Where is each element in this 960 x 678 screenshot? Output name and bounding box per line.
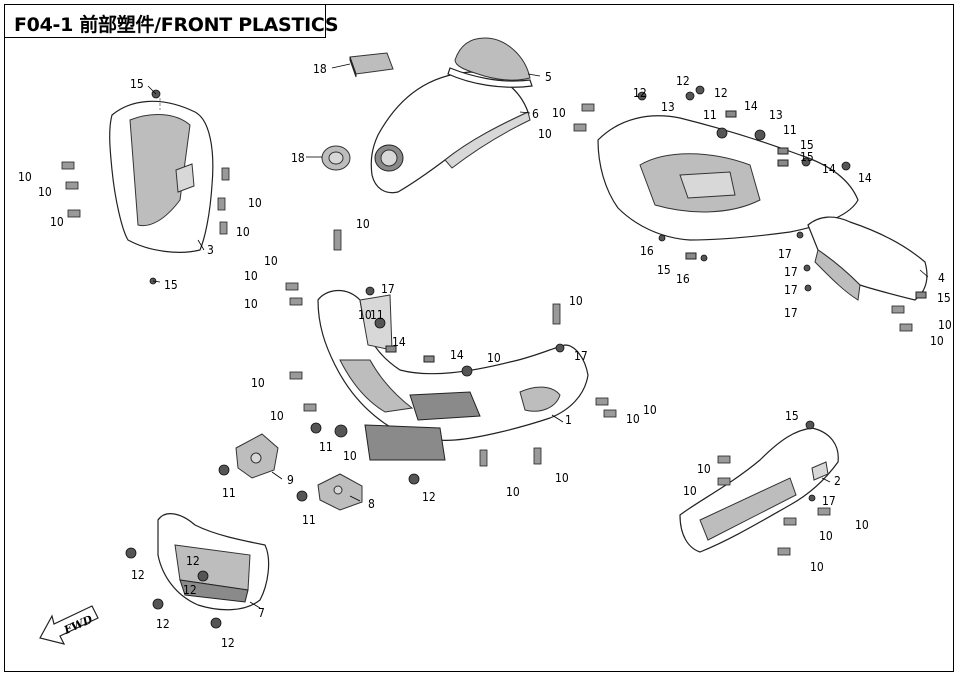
callout-10: 10 xyxy=(555,471,569,485)
callout-17: 17 xyxy=(381,282,395,296)
callout-15: 15 xyxy=(657,263,671,277)
callout-15: 15 xyxy=(164,278,178,292)
callout-10: 10 xyxy=(18,170,32,184)
title-box: F04-1 前部塑件/FRONT PLASTICS xyxy=(4,4,339,38)
callout-10: 10 xyxy=(938,318,952,332)
callout-4: 4 xyxy=(938,271,945,285)
callout-10: 10 xyxy=(819,529,833,543)
callout-10: 10 xyxy=(343,449,357,463)
callout-10: 10 xyxy=(626,412,640,426)
callout-12: 12 xyxy=(183,583,197,597)
callout-11: 11 xyxy=(302,513,316,527)
callout-16: 16 xyxy=(640,244,654,258)
part-6-front-hood xyxy=(370,71,531,194)
callout-10: 10 xyxy=(569,294,583,308)
callout-10: 10 xyxy=(810,560,824,574)
callout-5: 5 xyxy=(545,70,552,84)
callout-13: 13 xyxy=(769,108,783,122)
callout-17: 17 xyxy=(784,306,798,320)
callout-3: 3 xyxy=(207,243,214,257)
callout-14: 14 xyxy=(822,162,836,176)
callout-15: 15 xyxy=(937,291,951,305)
callout-8: 8 xyxy=(368,497,375,511)
callout-12: 12 xyxy=(131,568,145,582)
callout-10: 10 xyxy=(552,106,566,120)
callout-10: 10 xyxy=(248,196,262,210)
callout-10: 10 xyxy=(236,225,250,239)
callout-10: 10 xyxy=(855,518,869,532)
callout-12: 12 xyxy=(633,86,647,100)
callout-18: 18 xyxy=(291,151,305,165)
callout-12: 12 xyxy=(714,86,728,100)
callout-17: 17 xyxy=(784,265,798,279)
diagram-title: F04-1 前部塑件/FRONT PLASTICS xyxy=(14,14,339,36)
callout-15: 15 xyxy=(800,138,814,152)
callout-11: 11 xyxy=(703,108,717,122)
part-20-label-tag xyxy=(349,52,394,78)
callout-12: 12 xyxy=(422,490,436,504)
callout-13: 13 xyxy=(661,100,675,114)
callout-10: 10 xyxy=(506,485,520,499)
callout-10: 10 xyxy=(244,297,258,311)
callout-10: 10 xyxy=(38,185,52,199)
callout-14: 14 xyxy=(450,348,464,362)
callout-10: 10 xyxy=(50,215,64,229)
callout-14: 14 xyxy=(744,99,758,113)
part-3-left-side-panel xyxy=(109,98,214,253)
callout-2: 2 xyxy=(834,474,841,488)
callout-18: 18 xyxy=(313,62,327,76)
callout-12: 12 xyxy=(221,636,235,650)
part-4-front-fender-rack xyxy=(597,115,928,301)
callout-6: 6 xyxy=(532,107,539,121)
callout-12: 12 xyxy=(156,617,170,631)
part-8-bracket xyxy=(317,473,363,511)
callout-17: 17 xyxy=(778,247,792,261)
callout-12: 12 xyxy=(186,554,200,568)
callout-10: 10 xyxy=(697,462,711,476)
callout-17: 17 xyxy=(574,349,588,363)
callout-1: 1 xyxy=(565,413,572,427)
callout-16: 16 xyxy=(676,272,690,286)
part-5-visor xyxy=(447,37,533,88)
part-19-emblem xyxy=(321,145,351,171)
callout-14: 14 xyxy=(858,171,872,185)
callout-15: 15 xyxy=(130,77,144,91)
part-7-lower-guard xyxy=(157,513,270,611)
callout-15: 15 xyxy=(800,150,814,164)
callout-11: 11 xyxy=(319,440,333,454)
callout-17: 17 xyxy=(822,494,836,508)
drawing-frame xyxy=(4,4,954,672)
callout-10: 10 xyxy=(251,376,265,390)
callout-10: 10 xyxy=(356,217,370,231)
callout-10: 10 xyxy=(538,127,552,141)
callout-7: 7 xyxy=(258,606,265,620)
callout-17: 17 xyxy=(784,283,798,297)
callout-11: 11 xyxy=(222,486,236,500)
callout-14: 14 xyxy=(392,335,406,349)
callout-10: 10 xyxy=(358,308,372,322)
callout-10: 10 xyxy=(930,334,944,348)
callout-15: 15 xyxy=(785,409,799,423)
callout-10: 10 xyxy=(683,484,697,498)
part-1-front-fascia xyxy=(317,290,589,461)
callout-10: 10 xyxy=(270,409,284,423)
callout-11: 11 xyxy=(783,123,797,137)
callout-numbers: 1234567891010101010101010101010101010101… xyxy=(18,62,952,650)
callout-12: 12 xyxy=(676,74,690,88)
part-2-right-side-panel xyxy=(679,427,839,553)
callout-10: 10 xyxy=(487,351,501,365)
callout-10: 10 xyxy=(264,254,278,268)
fwd-arrow-icon: FWD xyxy=(39,605,99,645)
callout-9: 9 xyxy=(287,473,294,487)
callout-11: 11 xyxy=(370,308,384,322)
leader-lines xyxy=(147,63,929,609)
callout-10: 10 xyxy=(643,403,657,417)
callout-10: 10 xyxy=(244,269,258,283)
part-9-bracket xyxy=(235,433,279,479)
fasteners xyxy=(61,85,927,629)
